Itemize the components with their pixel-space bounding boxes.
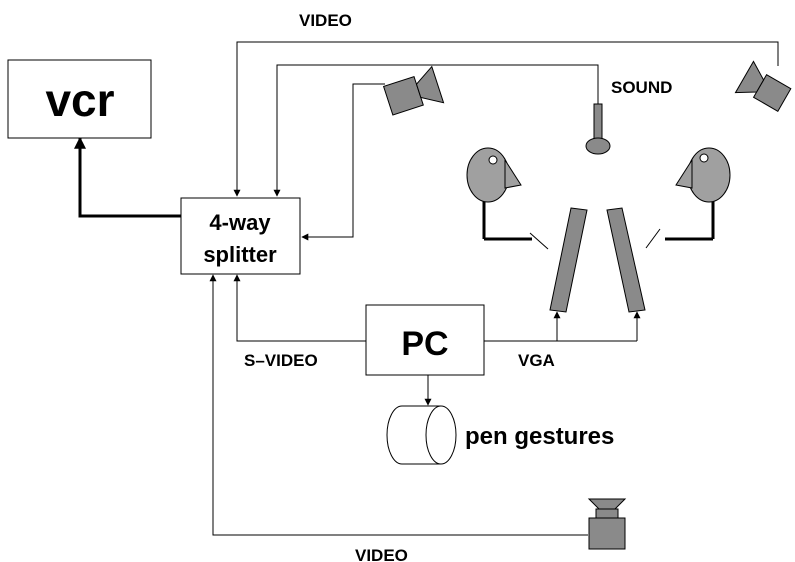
vcr-label: vcr: [45, 74, 114, 126]
video-camera-icon: [382, 67, 443, 119]
splitter-box: 4-way splitter: [181, 198, 300, 274]
vga-label: VGA: [518, 351, 555, 370]
svideo-line: [237, 275, 366, 341]
person-head-icon: [467, 148, 548, 249]
video-camera-icon: [589, 499, 625, 549]
pen-display-tablet-icon: [607, 208, 645, 312]
disk-cylinder-icon: [387, 406, 456, 464]
pc-box: PC: [366, 305, 484, 375]
splitter-label-line2: splitter: [203, 242, 277, 267]
pen-display-tablet-icon: [550, 208, 587, 312]
pc-label: PC: [401, 325, 448, 363]
svideo-label: S–VIDEO: [244, 351, 318, 370]
splitter-label-line1: 4-way: [209, 210, 271, 235]
camera-line-center: [302, 84, 385, 237]
video-camera-icon: [735, 61, 793, 115]
person-head-icon: [646, 148, 730, 248]
microphone-icon: [586, 104, 610, 154]
splitter-to-vcr-line: [80, 138, 181, 216]
video-label-bottom: VIDEO: [355, 546, 408, 562]
pen-gestures-label: pen gestures: [465, 423, 614, 450]
vcr-box: vcr: [8, 60, 151, 138]
video-label-top: VIDEO: [299, 11, 352, 30]
sound-label: SOUND: [611, 78, 672, 97]
